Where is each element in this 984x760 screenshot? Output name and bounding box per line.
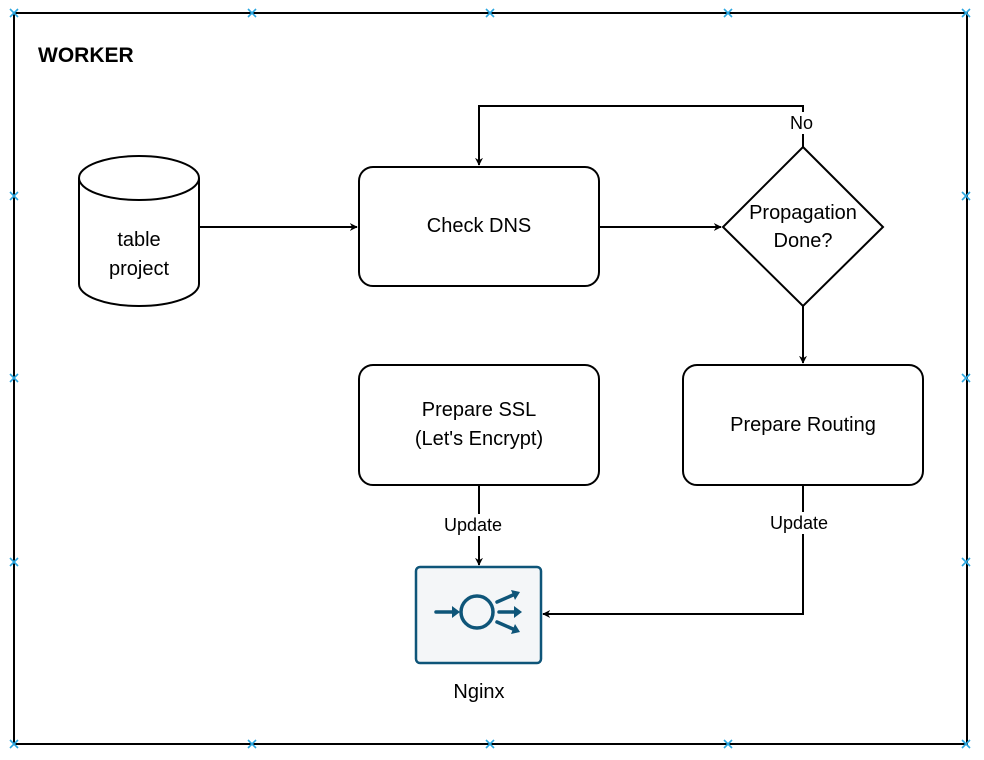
anchor-marker[interactable]: [961, 373, 971, 383]
anchor-marker[interactable]: [961, 8, 971, 18]
anchor-marker[interactable]: [723, 739, 733, 749]
decision-label: Propagation Done?: [749, 202, 857, 252]
anchor-marker[interactable]: [961, 557, 971, 567]
anchor-marker[interactable]: [247, 8, 257, 18]
nginx-load-balancer-icon[interactable]: [414, 565, 543, 665]
anchor-marker[interactable]: [9, 8, 19, 18]
database-cylinder[interactable]: [78, 155, 200, 307]
anchor-marker[interactable]: [961, 739, 971, 749]
edge-label-no: No: [788, 112, 816, 134]
prepare-routing-label: Prepare Routing: [730, 413, 876, 436]
anchor-marker[interactable]: [9, 373, 19, 383]
anchor-marker[interactable]: [9, 739, 19, 749]
anchor-marker[interactable]: [9, 191, 19, 201]
anchor-marker[interactable]: [485, 8, 495, 18]
container-title: WORKER: [38, 44, 134, 67]
edge-label-routing-update: Update: [768, 512, 831, 534]
anchor-marker[interactable]: [485, 739, 495, 749]
anchor-marker[interactable]: [723, 8, 733, 18]
anchor-marker[interactable]: [247, 739, 257, 749]
anchor-marker[interactable]: [961, 191, 971, 201]
prepare-ssl-label: Prepare SSL (Let's Encrypt): [414, 399, 544, 450]
container-anchor-markers: [9, 8, 971, 749]
database-label: table project: [108, 229, 170, 280]
edge-label-ssl-update: Update: [442, 514, 505, 536]
nginx-label: Nginx: [453, 680, 505, 703]
anchor-marker[interactable]: [9, 557, 19, 567]
check-dns-label: Check DNS: [426, 215, 532, 237]
